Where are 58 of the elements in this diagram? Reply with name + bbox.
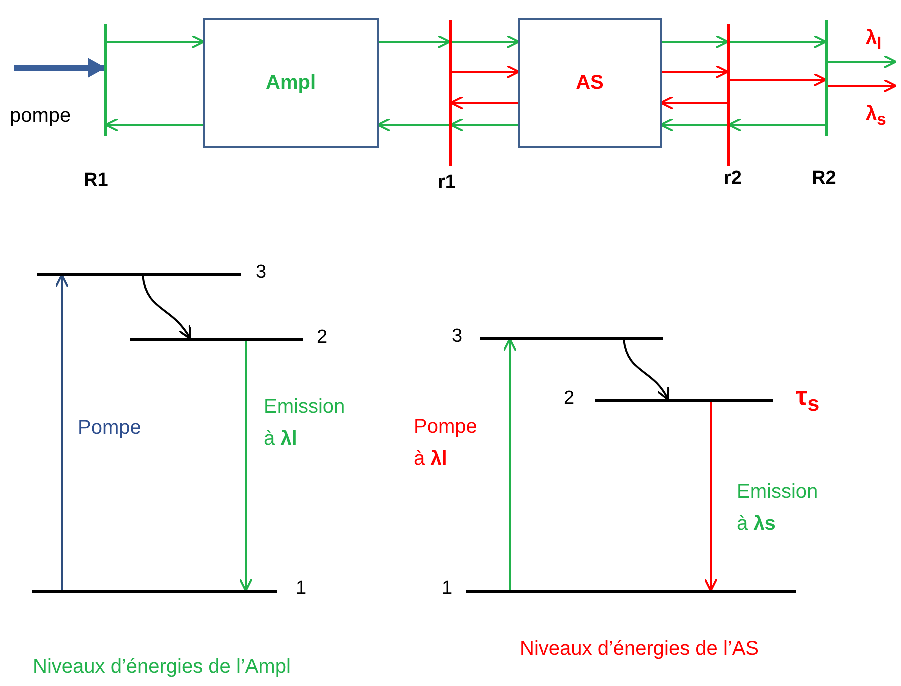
arrow: [623, 340, 670, 401]
energy-level-line: [595, 399, 773, 402]
component-box: [518, 18, 662, 148]
component-label: AS: [576, 72, 604, 94]
level-number: 2: [317, 327, 328, 350]
arrow: [377, 118, 449, 132]
arrow: [105, 118, 203, 132]
edge-label: Emission à λs: [737, 480, 820, 537]
arrow: [503, 338, 517, 590]
arrow: [704, 402, 718, 592]
arrow: [662, 35, 729, 49]
edge-label: λ$_{l}$: [866, 26, 883, 55]
arrow: [55, 274, 69, 590]
mirror-line: [825, 20, 828, 136]
arrow: [379, 35, 451, 49]
component-label: Ampl: [266, 72, 316, 94]
mirror-line: [104, 24, 107, 136]
arrow: [662, 65, 729, 79]
edge-label: Pompe à λl: [414, 415, 478, 472]
edge-label: Pompe: [78, 416, 142, 441]
arrow: [107, 35, 205, 49]
arrow: [728, 118, 825, 132]
energy-level-line: [466, 590, 796, 593]
arrow: [828, 79, 897, 93]
energy-level-line: [32, 590, 277, 593]
component-box: [203, 18, 379, 148]
level-number: 2: [564, 388, 575, 411]
arrow: [452, 35, 520, 49]
lifetime-label: τ$_{s}$: [796, 381, 820, 418]
arrow: [730, 73, 827, 87]
level-number: 1: [442, 578, 453, 601]
energy-level-line: [480, 337, 663, 340]
arrow: [450, 96, 518, 110]
arrow: [452, 65, 520, 79]
mirror-label: r1: [438, 172, 456, 195]
arrow: [828, 55, 897, 69]
arrow: [14, 58, 106, 78]
arrow: [450, 118, 518, 132]
arrow: [239, 341, 253, 592]
arrow: [660, 96, 727, 110]
mirror-label: r2: [724, 168, 742, 191]
level-number: 3: [256, 262, 267, 285]
energy-level-line: [37, 273, 241, 276]
energy-level-line: [130, 338, 303, 341]
edge-label: λ$_{s}$: [866, 102, 888, 131]
mirror-line: [449, 20, 452, 166]
level-number: 1: [296, 578, 307, 601]
mirror-label: R2: [812, 168, 836, 191]
diagram-caption: Niveaux d’énergies de l’AS: [520, 638, 760, 661]
level-number: 3: [452, 326, 463, 349]
arrow: [660, 118, 727, 132]
edge-label: Emission à λl: [264, 395, 346, 452]
mirror-label: R1: [84, 170, 108, 193]
mirror-line: [727, 24, 730, 166]
arrow: [730, 35, 827, 49]
diagram-caption: Niveaux d’énergies de l’Ampl: [33, 656, 291, 679]
edge-label: pompe: [10, 104, 72, 129]
arrow: [142, 276, 192, 340]
